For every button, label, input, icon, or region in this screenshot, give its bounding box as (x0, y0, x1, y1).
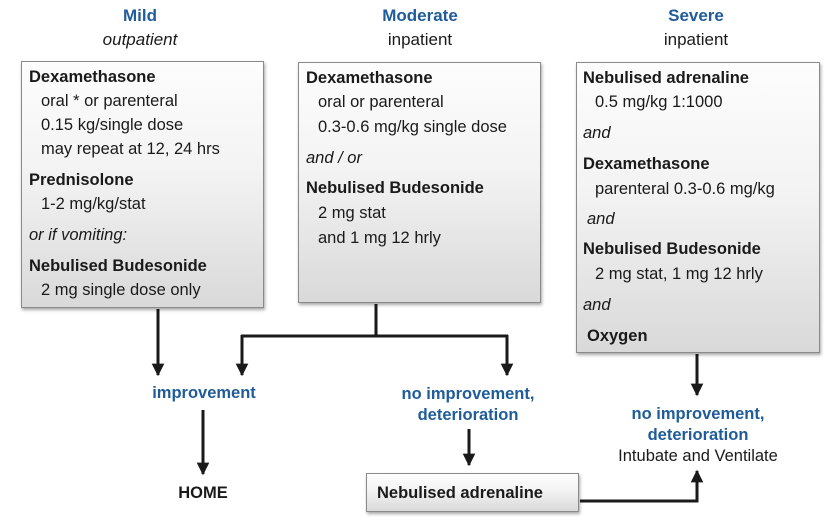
moderate-connector: and / or (306, 149, 362, 167)
mild-drug1-dose: 0.15 kg/single dose (41, 116, 184, 134)
moderate-drug2-dose1: 2 mg stat (318, 204, 386, 222)
severe-and3: and (583, 296, 611, 314)
moderate-drug2-dose2: and 1 mg 12 hrly (318, 229, 441, 247)
moderate-severity: Moderate (382, 6, 458, 25)
mild-header: Mild outpatient (70, 4, 210, 52)
severe-setting: inpatient (663, 30, 729, 49)
severe-drug2-dose: parenteral 0.3-0.6 mg/kg (595, 180, 775, 198)
severe-and1: and (583, 124, 611, 142)
moderate-treatment-box: Dexamethasone oral or parenteral 0.3-0.6… (298, 62, 541, 303)
mild-drug2: Prednisolone (29, 171, 134, 189)
mild-treatment-box: Dexamethasone oral * or parenteral 0.15 … (21, 61, 264, 308)
severe-and2: and (587, 210, 615, 228)
no-improvement-line2: deterioration (417, 406, 519, 424)
no-improvement-line1: no improvement, (401, 385, 535, 403)
moderate-drug2: Nebulised Budesonide (306, 179, 484, 197)
improvement-label: improvement (152, 384, 256, 402)
moderate-drug1: Dexamethasone (306, 69, 433, 87)
mild-drug1-route: oral * or parenteral (41, 92, 178, 110)
nebulised-adrenaline-box: Nebulised adrenaline (366, 473, 579, 512)
severe-drug3: Nebulised Budesonide (583, 240, 761, 258)
mild-drug3: Nebulised Budesonide (29, 257, 207, 275)
severe-outcome-label: no improvement, deterioration Intubate a… (612, 404, 784, 467)
moderate-header: Moderate inpatient (350, 4, 490, 52)
intubate-ventilate-label: Intubate and Ventilate (618, 447, 778, 465)
mild-drug2-dose: 1-2 mg/kg/stat (41, 195, 146, 213)
mild-connector: or if vomiting: (29, 226, 128, 244)
mild-setting: outpatient (102, 30, 178, 49)
severe-no-improvement-line1: no improvement, (631, 405, 765, 423)
severe-drug3-dose: 2 mg stat, 1 mg 12 hrly (595, 265, 763, 283)
severe-severity: Severe (668, 6, 724, 25)
nebulised-adrenaline-label: Nebulised adrenaline (377, 484, 543, 502)
severe-drug1-dose: 0.5 mg/kg 1:1000 (595, 93, 723, 111)
severe-header: Severe inpatient (626, 4, 766, 52)
severe-treatment-box: Nebulised adrenaline 0.5 mg/kg 1:1000 an… (576, 62, 820, 353)
mild-drug3-dose: 2 mg single dose only (41, 281, 201, 299)
mild-drug1: Dexamethasone (29, 68, 156, 86)
severe-drug2: Dexamethasone (583, 155, 710, 173)
mild-severity: Mild (123, 6, 157, 25)
moderate-drug1-route: oral or parenteral (318, 93, 444, 111)
severe-drug4: Oxygen (587, 327, 648, 345)
no-improvement-label: no improvement, deterioration (393, 384, 543, 426)
severe-no-improvement-line2: deterioration (647, 426, 749, 444)
mild-drug1-repeat: may repeat at 12, 24 hrs (41, 140, 220, 158)
home-label: HOME (178, 484, 228, 502)
arrow-adrenaline-to-intubate (580, 469, 704, 503)
severe-drug1: Nebulised adrenaline (583, 69, 749, 87)
moderate-setting: inpatient (387, 30, 453, 49)
moderate-drug1-dose: 0.3-0.6 mg/kg single dose (318, 118, 507, 136)
